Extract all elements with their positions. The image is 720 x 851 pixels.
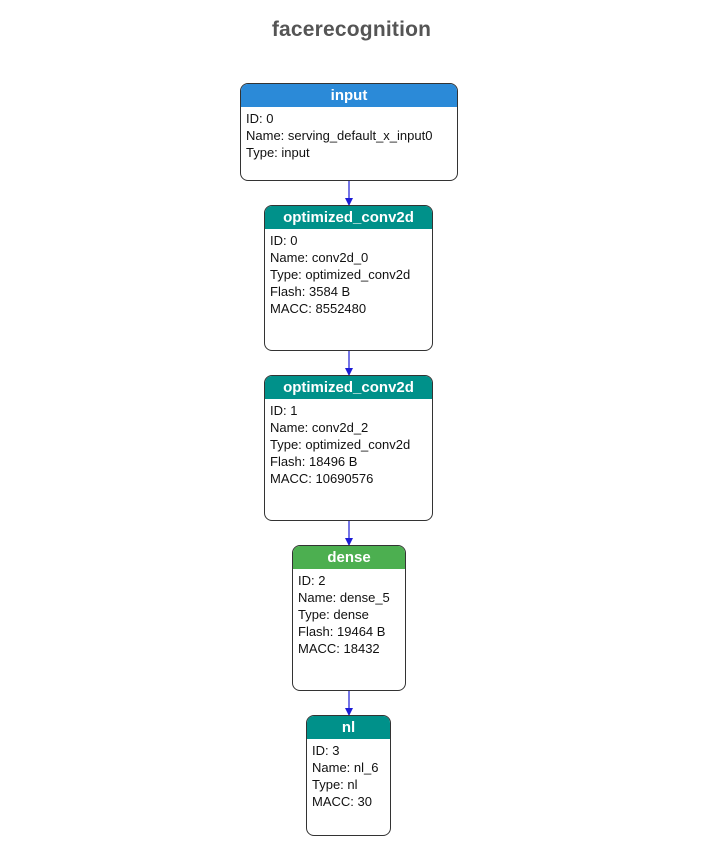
macc-label: MACC:: [312, 794, 358, 809]
node-id-row: ID: 0: [246, 110, 457, 127]
name-label: Name:: [270, 250, 312, 265]
node-name-row: Name: nl_6: [312, 759, 390, 776]
name-value: nl_6: [353, 760, 379, 775]
macc-label: MACC:: [270, 471, 316, 486]
diagram-title: facerecognition: [271, 18, 432, 41]
id-value: 2: [318, 573, 326, 588]
node-header: nl: [307, 716, 390, 739]
id-label: ID:: [270, 403, 291, 418]
flash-label: Flash:: [270, 284, 310, 299]
id-label: ID:: [298, 573, 319, 588]
macc-value: 8552480: [315, 301, 367, 316]
type-value: input: [281, 145, 310, 160]
flash-label: Flash:: [270, 454, 310, 469]
flash-label: Flash:: [298, 624, 338, 639]
type-label: Type:: [246, 145, 282, 160]
type-value: optimized_conv2d: [305, 267, 411, 282]
node-name-row: Name: conv2d_2: [270, 419, 432, 436]
name-value: conv2d_2: [311, 420, 369, 435]
name-label: Name:: [298, 590, 340, 605]
flash-value: 18496 B: [309, 454, 358, 469]
flash-value: 3584 B: [309, 284, 351, 299]
node-header: input: [241, 84, 457, 107]
node-name-row: Name: dense_5: [298, 589, 405, 606]
macc-label: MACC:: [298, 641, 344, 656]
node-body: ID: 3 Name: nl_6 Type: nl MACC: 30: [307, 739, 390, 810]
node-dense: dense ID: 2 Name: dense_5 Type: dense Fl…: [292, 545, 406, 691]
type-value: dense: [333, 607, 369, 622]
flash-value: 19464 B: [337, 624, 386, 639]
node-macc-row: MACC: 10690576: [270, 470, 432, 487]
type-label: Type:: [312, 777, 348, 792]
id-value: 0: [266, 111, 274, 126]
node-input: input ID: 0 Name: serving_default_x_inpu…: [240, 83, 458, 181]
name-label: Name:: [246, 128, 288, 143]
node-type-row: Type: optimized_conv2d: [270, 436, 432, 453]
node-macc-row: MACC: 30: [312, 793, 390, 810]
name-label: Name:: [312, 760, 354, 775]
id-label: ID:: [270, 233, 291, 248]
node-type-row: Type: dense: [298, 606, 405, 623]
node-id-row: ID: 0: [270, 232, 432, 249]
node-macc-row: MACC: 18432: [298, 640, 405, 657]
type-value: optimized_conv2d: [305, 437, 411, 452]
id-value: 3: [332, 743, 340, 758]
id-value: 0: [290, 233, 298, 248]
node-nl: nl ID: 3 Name: nl_6 Type: nl MACC: 30: [306, 715, 391, 836]
node-id-row: ID: 1: [270, 402, 432, 419]
node-body: ID: 1 Name: conv2d_2 Type: optimized_con…: [265, 399, 432, 487]
name-value: serving_default_x_input0: [287, 128, 433, 143]
node-type-row: Type: input: [246, 144, 457, 161]
macc-value: 30: [357, 794, 372, 809]
node-optimized-conv2d-1: optimized_conv2d ID: 1 Name: conv2d_2 Ty…: [264, 375, 433, 521]
node-optimized-conv2d-0: optimized_conv2d ID: 0 Name: conv2d_0 Ty…: [264, 205, 433, 351]
type-label: Type:: [270, 267, 306, 282]
node-type-row: Type: optimized_conv2d: [270, 266, 432, 283]
node-type-row: Type: nl: [312, 776, 390, 793]
node-flash-row: Flash: 18496 B: [270, 453, 432, 470]
node-body: ID: 0 Name: serving_default_x_input0 Typ…: [241, 107, 457, 161]
type-value: nl: [347, 777, 358, 792]
node-id-row: ID: 2: [298, 572, 405, 589]
node-body: ID: 2 Name: dense_5 Type: dense Flash: 1…: [293, 569, 405, 657]
name-label: Name:: [270, 420, 312, 435]
type-label: Type:: [298, 607, 334, 622]
node-flash-row: Flash: 19464 B: [298, 623, 405, 640]
name-value: dense_5: [339, 590, 390, 605]
macc-value: 10690576: [315, 471, 374, 486]
node-header: dense: [293, 546, 405, 569]
id-label: ID:: [312, 743, 333, 758]
node-flash-row: Flash: 3584 B: [270, 283, 432, 300]
node-macc-row: MACC: 8552480: [270, 300, 432, 317]
id-label: ID:: [246, 111, 267, 126]
node-header: optimized_conv2d: [265, 376, 432, 399]
node-name-row: Name: conv2d_0: [270, 249, 432, 266]
macc-value: 18432: [343, 641, 380, 656]
node-body: ID: 0 Name: conv2d_0 Type: optimized_con…: [265, 229, 432, 317]
node-id-row: ID: 3: [312, 742, 390, 759]
node-header: optimized_conv2d: [265, 206, 432, 229]
macc-label: MACC:: [270, 301, 316, 316]
node-name-row: Name: serving_default_x_input0: [246, 127, 457, 144]
name-value: conv2d_0: [311, 250, 369, 265]
type-label: Type:: [270, 437, 306, 452]
id-value: 1: [290, 403, 298, 418]
